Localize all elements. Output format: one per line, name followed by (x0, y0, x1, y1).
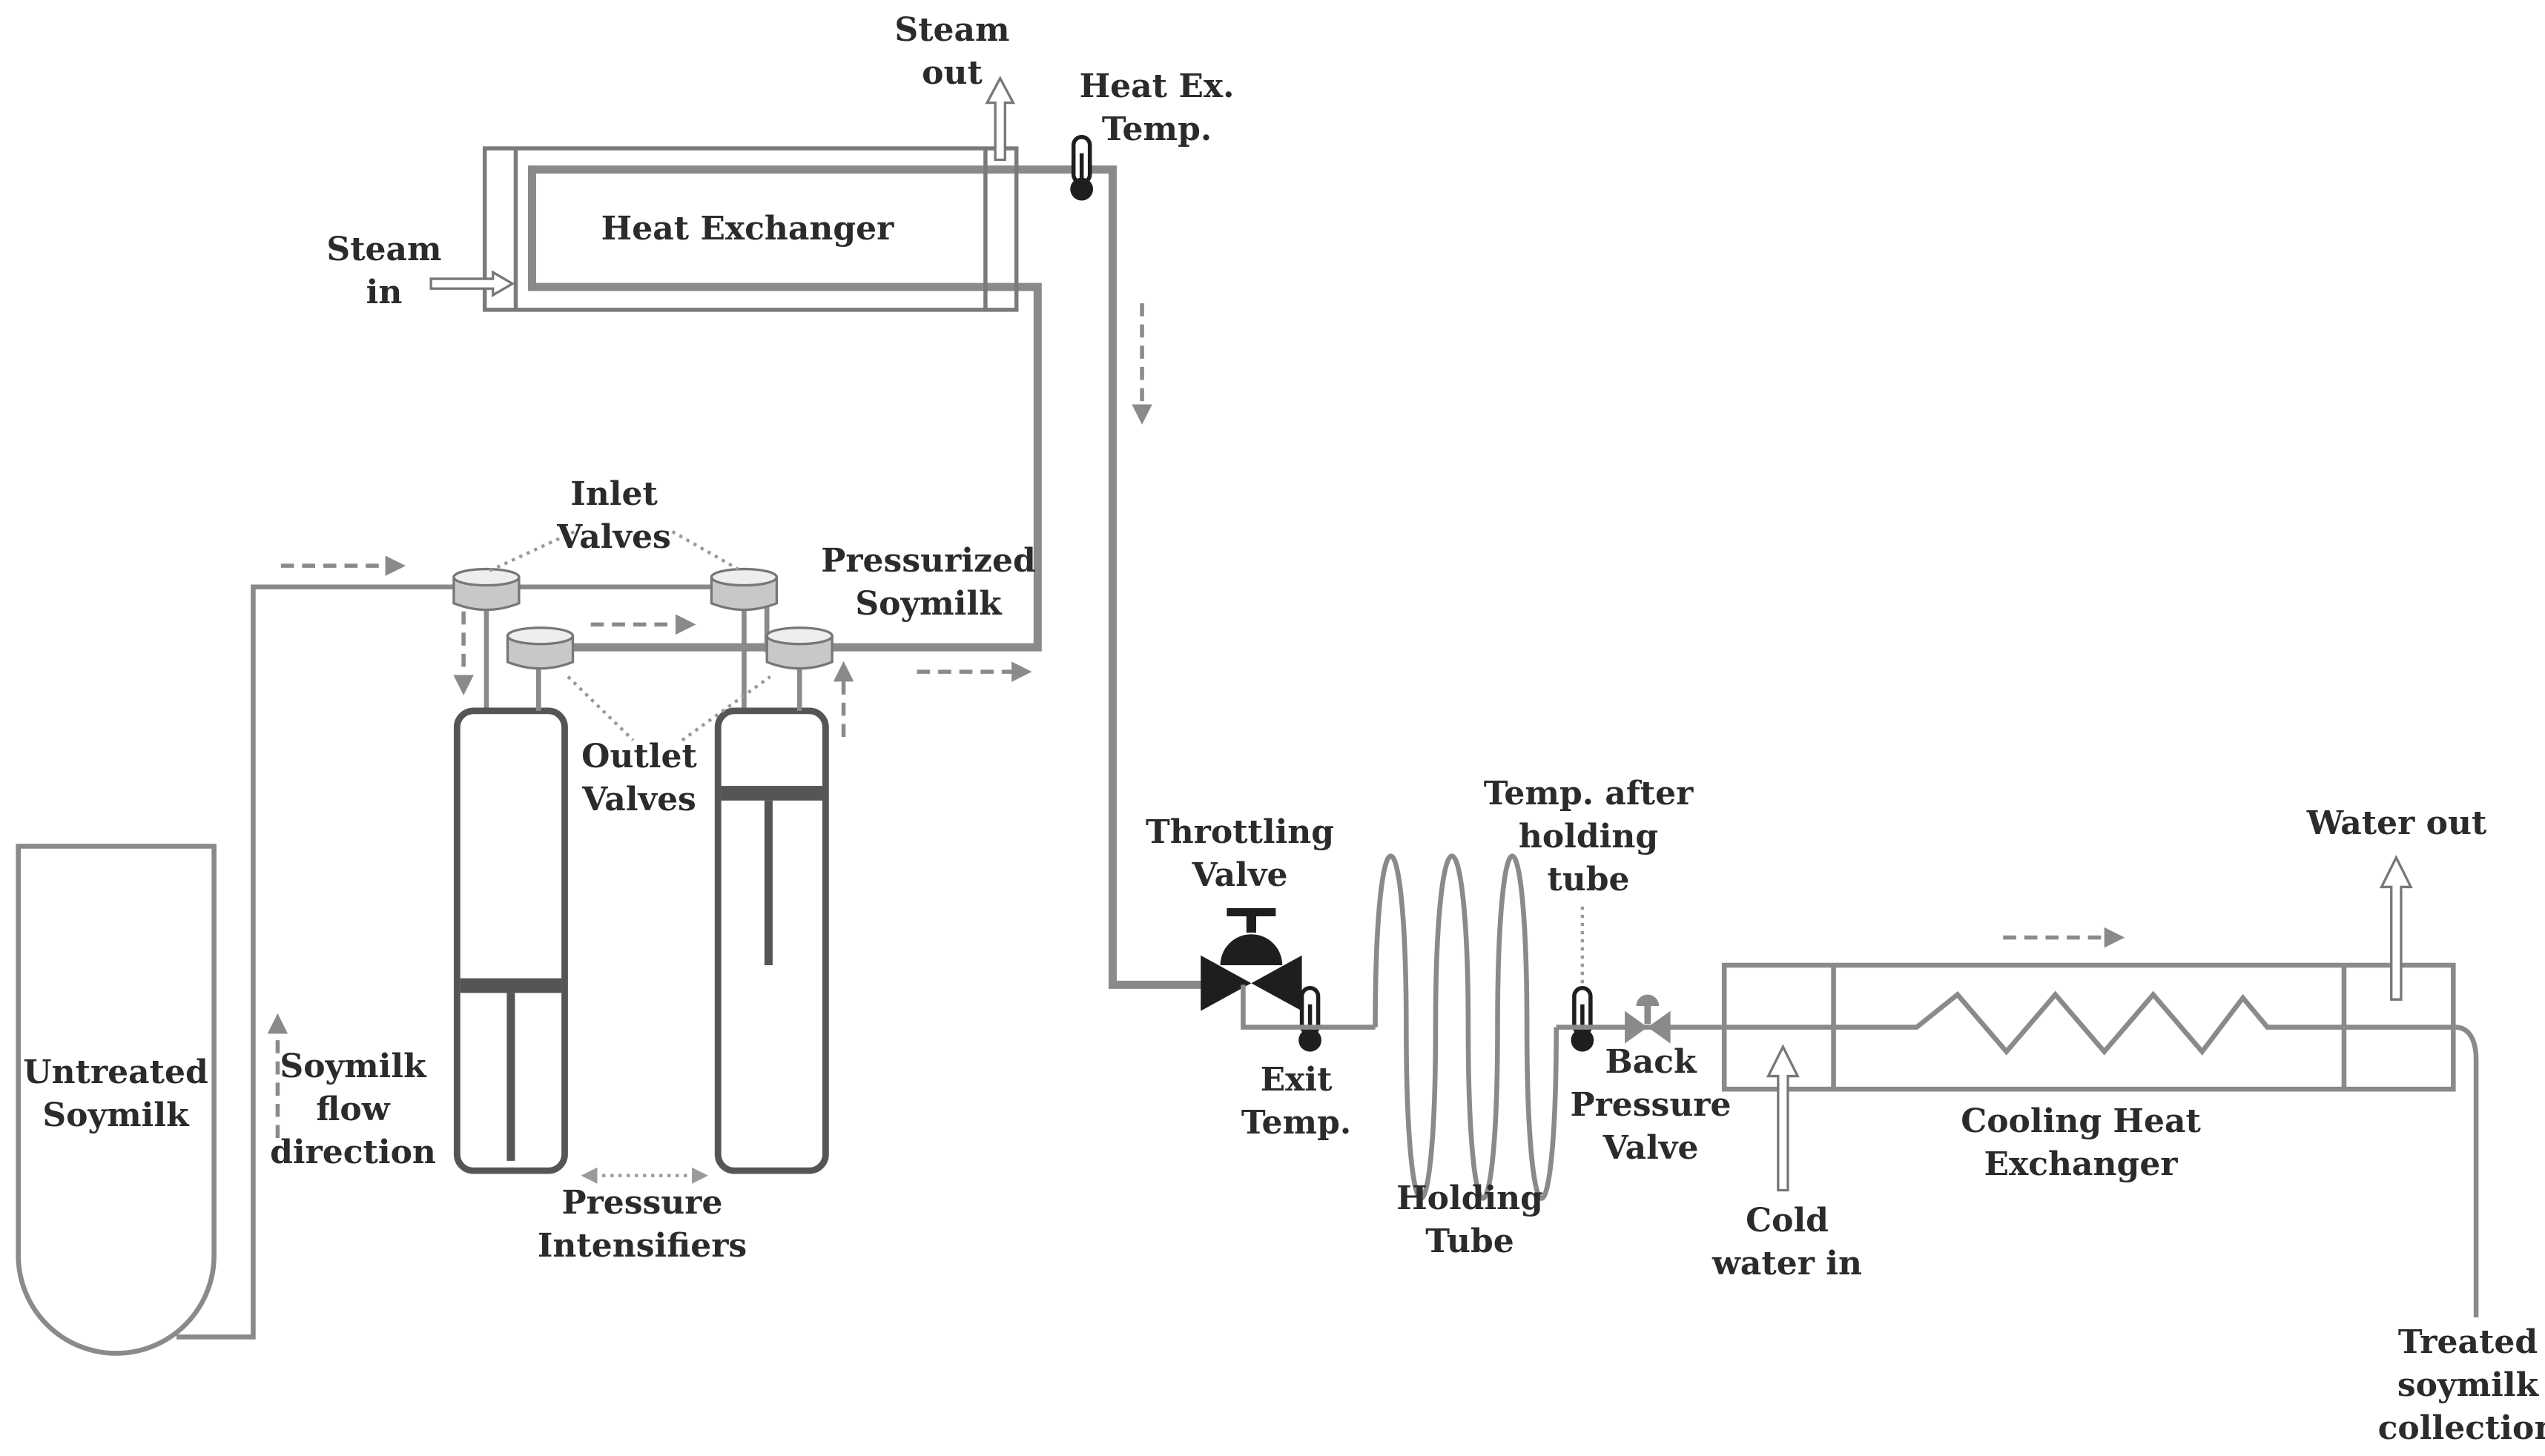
cold-water-in-arrow (1766, 1044, 1800, 1192)
exit-temp-thermometer (1298, 986, 1321, 1052)
cooling-heat-exchanger (1721, 962, 2456, 1092)
outlet-valve-right (765, 626, 834, 670)
label-water-out: Water out (2306, 804, 2487, 842)
steam-out-arrow (985, 76, 1016, 162)
pressure-intensifier-right (714, 665, 829, 1174)
heat-exchanger (482, 146, 1019, 312)
inlet-valve-right (710, 567, 779, 612)
label-heat-ex-temp: Heat Ex.Temp. (1079, 67, 1235, 148)
back-pressure-valve (1625, 994, 1671, 1044)
intensifier-double-arrow (581, 1167, 709, 1184)
steam-in-arrow (429, 270, 515, 297)
label-heat-exchanger: Heat Exchanger (601, 210, 894, 248)
leader-lines (489, 529, 1585, 988)
throttling-valve (1201, 908, 1302, 1011)
heat-ex-thermometer (1070, 134, 1094, 201)
pressure-intensifier-left (453, 665, 568, 1174)
flow-arrows (267, 303, 2125, 1139)
inlet-valve-left (452, 567, 521, 612)
water-out-arrow (2379, 855, 2413, 1001)
outlet-valve-left (506, 626, 575, 670)
untreated-soymilk-tank (16, 844, 217, 1356)
holding-tube-thermometer (1571, 986, 1594, 1052)
